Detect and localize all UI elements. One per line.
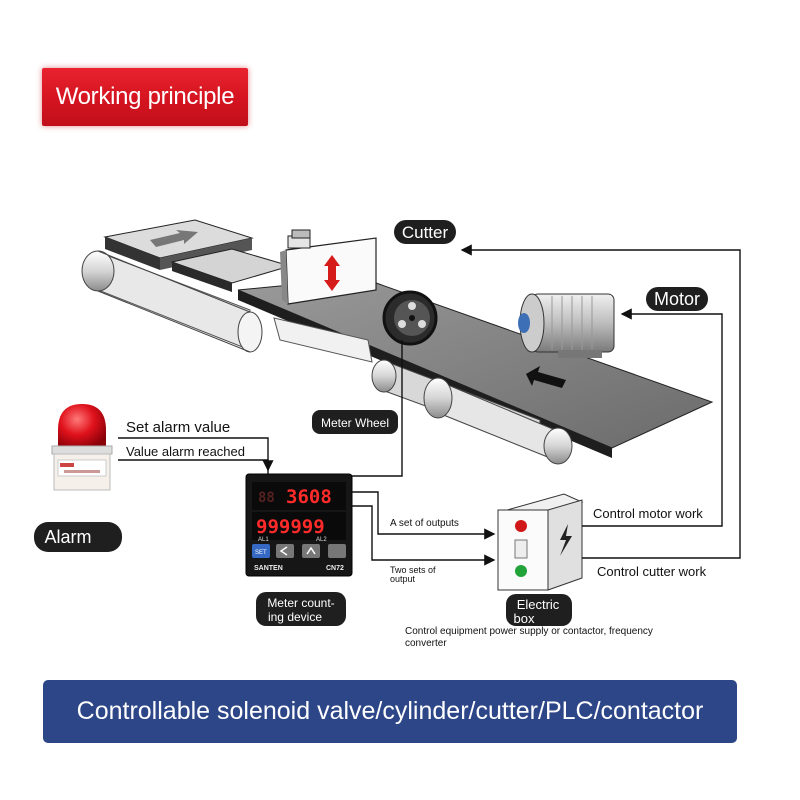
set-key[interactable] xyxy=(252,544,270,558)
reset-key[interactable] xyxy=(328,544,346,558)
svg-text:Electric: Electric xyxy=(517,597,560,612)
annotation-value-alarm-reached: Value alarm reached xyxy=(126,444,245,459)
annotation-two-sets-line2: output xyxy=(390,574,416,584)
label-alarm: Alarm xyxy=(34,522,122,552)
label-motor: Motor xyxy=(646,287,708,311)
svg-text:ing device: ing device xyxy=(268,610,322,624)
up-key[interactable] xyxy=(302,544,320,558)
svg-text:Meter Wheel: Meter Wheel xyxy=(321,416,389,430)
label-meter-wheel: Meter Wheel xyxy=(312,410,398,434)
up-chevron-icon xyxy=(306,546,316,555)
annotation-set-alarm-value: Set alarm value xyxy=(126,419,230,436)
label-meter-counting-device: Meter count- ing device xyxy=(256,592,346,626)
lightning-icon xyxy=(560,524,572,556)
svg-text:Meter count-: Meter count- xyxy=(267,596,334,610)
cutter-updown-arrow-icon xyxy=(324,255,340,291)
annotation-two-sets-line1: Two sets of xyxy=(390,565,436,575)
green-indicator xyxy=(515,565,527,577)
svg-text:SET: SET xyxy=(255,550,267,556)
annotation-control-equipment-line2: converter xyxy=(405,638,447,649)
left-chevron-icon xyxy=(279,546,288,556)
annotation-control-cutter-work: Control cutter work xyxy=(597,564,707,579)
cutter-unit xyxy=(280,229,377,305)
left-conveyor xyxy=(81,250,263,353)
svg-text:Alarm: Alarm xyxy=(44,527,91,547)
footer-banner: Controllable solenoid valve/cylinder/cut… xyxy=(43,680,737,743)
al1-label: AL1 xyxy=(258,537,269,543)
connection-lines xyxy=(118,244,741,566)
counter-top-display: 3608 xyxy=(286,486,332,508)
counter-bottom-display: 999999 xyxy=(256,516,325,538)
left-key[interactable] xyxy=(276,544,294,558)
main-conveyor xyxy=(237,277,714,465)
svg-text:box: box xyxy=(514,611,535,626)
electric-box xyxy=(497,493,584,591)
annotation-control-equipment-line1: Control equipment power supply or contac… xyxy=(405,626,653,637)
counter-model: CN72 xyxy=(326,565,344,572)
red-indicator xyxy=(515,520,527,532)
page-title: Working principle xyxy=(42,68,248,126)
meter-wheel xyxy=(382,290,438,346)
alarm-light xyxy=(51,404,113,491)
annotation-control-motor-work: Control motor work xyxy=(593,506,703,521)
label-electric-box: Electric box xyxy=(506,594,572,626)
annotation-a-set-of-outputs: A set of outputs xyxy=(390,518,459,529)
al2-label: AL2 xyxy=(316,537,327,543)
svg-text:Motor: Motor xyxy=(654,289,700,309)
counter-brand: SANTEN xyxy=(254,565,283,572)
svg-text:88: 88 xyxy=(258,490,275,506)
label-cutter: Cutter xyxy=(394,220,456,244)
meter-counting-device: 88 3608 999999 AL1 AL2 SET SANTEN CN72 xyxy=(245,473,353,577)
svg-text:Cutter: Cutter xyxy=(402,223,449,242)
motor xyxy=(518,293,615,358)
